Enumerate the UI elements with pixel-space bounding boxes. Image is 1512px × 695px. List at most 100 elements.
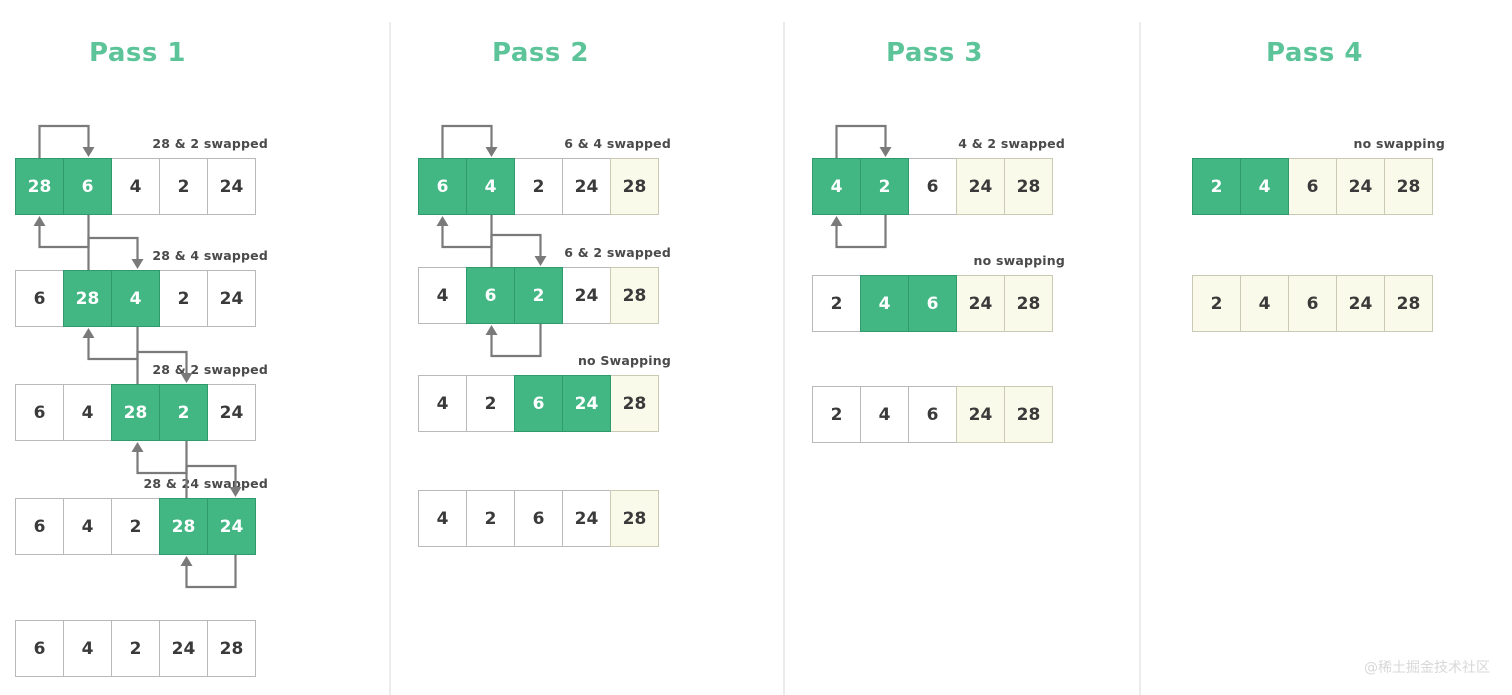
swap-status-label: 28 & 4 swapped [152, 248, 268, 263]
array-cell-sorted: 24 [956, 275, 1005, 332]
array-cell-plain: 24 [562, 158, 611, 215]
array-cell-active: 2 [860, 158, 909, 215]
array-cell-plain: 24 [562, 267, 611, 324]
array-cell-sorted: 24 [1336, 158, 1385, 215]
array-cell-sorted: 28 [610, 267, 659, 324]
array-cell-plain: 2 [111, 498, 160, 555]
array-cell-sorted: 28 [1384, 275, 1433, 332]
array-cell-plain: 2 [514, 158, 563, 215]
array-cell-plain: 24 [207, 384, 256, 441]
array-cell-plain: 6 [514, 490, 563, 547]
array-cell-active: 28 [111, 384, 160, 441]
array-cell-active: 24 [207, 498, 256, 555]
swap-status-label: no swapping [1353, 136, 1445, 151]
array-cell-active: 24 [562, 375, 611, 432]
array-cell-plain: 2 [466, 490, 515, 547]
array-cell-active: 6 [63, 158, 112, 215]
array-cell-active: 6 [466, 267, 515, 324]
array-cell-sorted: 28 [610, 490, 659, 547]
column-divider-1 [389, 22, 391, 695]
pass-title: Pass 1 [89, 38, 186, 68]
array-cell-sorted: 28 [610, 375, 659, 432]
array-cell-active: 2 [1192, 158, 1241, 215]
array-cell-sorted: 4 [1240, 275, 1289, 332]
swap-status-label: 28 & 2 swapped [152, 362, 268, 377]
pass-title: Pass 2 [492, 38, 589, 68]
array-cell-plain: 24 [562, 490, 611, 547]
array-cell-active: 2 [514, 267, 563, 324]
watermark: @稀土掘金技术社区 [1364, 660, 1490, 676]
array-cell-plain: 4 [418, 375, 467, 432]
array-cell-active: 28 [63, 270, 112, 327]
array-cell-plain: 2 [159, 270, 208, 327]
array-cell-plain: 4 [418, 267, 467, 324]
array-cell-plain: 6 [15, 384, 64, 441]
array-cell-sorted: 28 [1004, 275, 1053, 332]
array-cell-plain: 2 [812, 275, 861, 332]
array-cell-plain: 4 [63, 620, 112, 677]
array-cell-plain: 6 [15, 498, 64, 555]
array-cell-plain: 2 [812, 386, 861, 443]
array-cell-sorted: 24 [956, 386, 1005, 443]
array-cell-active: 4 [812, 158, 861, 215]
array-cell-active: 6 [908, 275, 957, 332]
array-cell-plain: 24 [207, 270, 256, 327]
array-cell-sorted: 28 [1384, 158, 1433, 215]
array-cell-sorted: 28 [1004, 386, 1053, 443]
column-divider-3 [1139, 22, 1141, 695]
array-cell-sorted: 2 [1192, 275, 1241, 332]
array-cell-plain: 24 [159, 620, 208, 677]
array-cell-active: 4 [466, 158, 515, 215]
array-cell-plain: 6 [908, 386, 957, 443]
swap-status-label: no swapping [973, 253, 1065, 268]
swap-status-label: 4 & 2 swapped [958, 136, 1065, 151]
array-cell-plain: 6 [908, 158, 957, 215]
array-cell-active: 28 [15, 158, 64, 215]
array-cell-plain: 2 [159, 158, 208, 215]
array-cell-plain: 4 [418, 490, 467, 547]
array-cell-sorted: 6 [1288, 158, 1337, 215]
array-cell-active: 6 [418, 158, 467, 215]
array-cell-active: 28 [159, 498, 208, 555]
pass-title: Pass 3 [886, 38, 983, 68]
array-cell-plain: 2 [111, 620, 160, 677]
array-cell-active: 4 [860, 275, 909, 332]
array-cell-plain: 6 [15, 620, 64, 677]
array-cell-sorted: 28 [610, 158, 659, 215]
array-cell-sorted: 24 [956, 158, 1005, 215]
swap-status-label: 28 & 24 swapped [143, 476, 268, 491]
array-cell-sorted: 6 [1288, 275, 1337, 332]
array-cell-plain: 4 [63, 384, 112, 441]
array-cell-active: 2 [159, 384, 208, 441]
array-cell-sorted: 28 [1004, 158, 1053, 215]
swap-status-label: 6 & 2 swapped [564, 245, 671, 260]
array-cell-active: 6 [514, 375, 563, 432]
array-cell-plain: 6 [15, 270, 64, 327]
array-cell-plain: 4 [111, 158, 160, 215]
